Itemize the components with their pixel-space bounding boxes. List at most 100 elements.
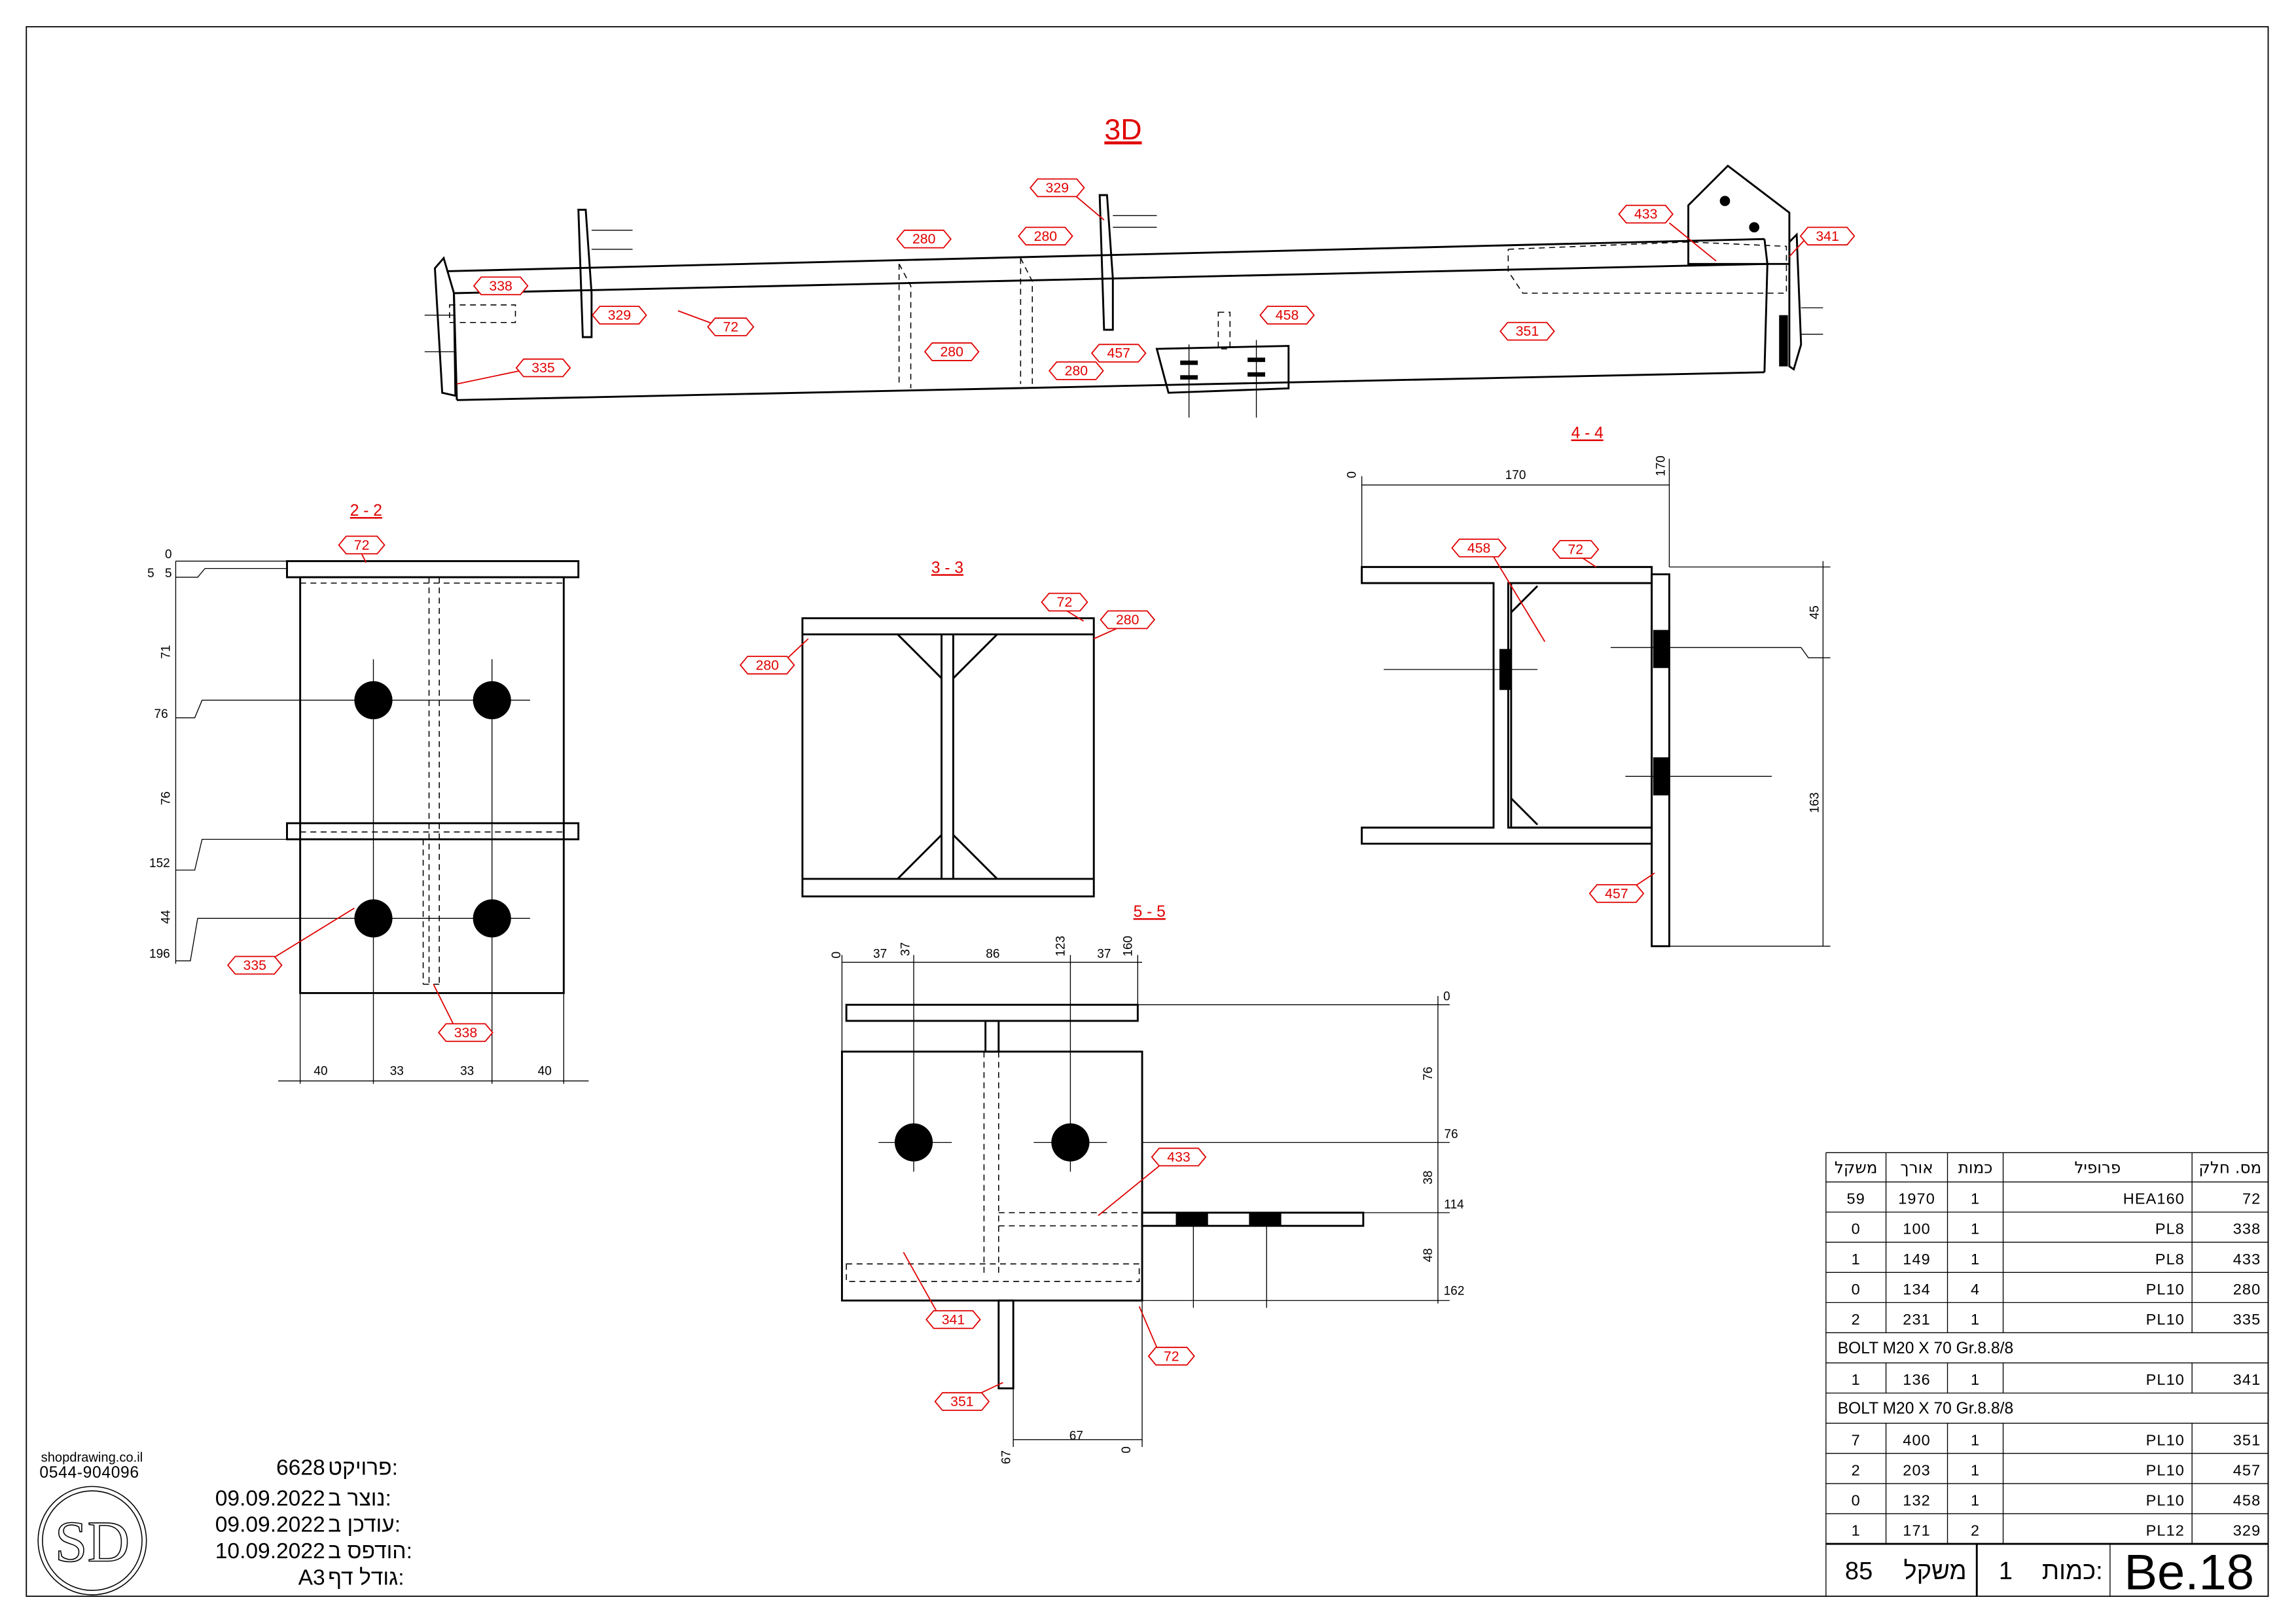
part-tag[interactable]: 341 (1799, 226, 1856, 246)
label: 280 (940, 344, 963, 360)
tag-balloon-shape (1090, 344, 1147, 363)
cell-length: 203 (1903, 1461, 1931, 1478)
view-title-3-3: 3 - 3 (931, 559, 963, 577)
part-tag[interactable]: 72 (1147, 1346, 1195, 1366)
total-weight-label: משקל (1904, 1558, 1967, 1585)
cell-weight: 0 (1852, 1491, 1861, 1508)
section-4-4: 4 - 4 0 170 170 45 163 458 72 457 (1346, 425, 1831, 948)
part-tag[interactable]: 280 (896, 229, 952, 249)
table-header-weight: משקל (1835, 1158, 1878, 1177)
part-tag[interactable]: 351 (934, 1392, 990, 1411)
tag-balloon-shape (934, 1392, 990, 1411)
label: 335 (531, 360, 554, 376)
part-tag[interactable]: 457 (1090, 344, 1147, 363)
part-tag[interactable]: 280 (1049, 361, 1104, 380)
label: 45 (1808, 605, 1822, 619)
label: 341 (942, 1311, 965, 1327)
label: 67 (1069, 1429, 1083, 1443)
cell-part: 351 (2233, 1431, 2261, 1448)
label: 5 (165, 567, 172, 580)
part-tag[interactable]: 280 (739, 655, 795, 675)
tag-balloon-shape (1552, 540, 1600, 559)
part-tag[interactable]: 280 (924, 342, 980, 361)
table-note-row: BOLT M20 X 70 Gr.8.8/8 (1838, 1340, 2013, 1357)
assembly-qty-label: כמות: (2042, 1558, 2103, 1585)
part-tag[interactable]: 338 (473, 276, 529, 296)
label: 280 (1116, 612, 1139, 628)
title-block: shopdrawing.co.il 0544-904096 SD 6628 פר… (37, 1450, 412, 1596)
tag-balloon-shape (1029, 178, 1085, 198)
cell-length: 134 (1903, 1281, 1931, 1298)
part-tag[interactable]: 458 (1259, 306, 1315, 325)
view-title-5-5: 5 - 5 (1134, 903, 1166, 921)
created-label: נוצר ב: (328, 1486, 391, 1510)
label: 457 (1605, 885, 1628, 901)
part-tag[interactable]: 329 (592, 306, 647, 325)
part-tag[interactable]: 335 (226, 955, 283, 975)
part-tag[interactable]: 338 (438, 1023, 493, 1043)
label: 162 (1444, 1284, 1465, 1298)
cell-profile: HEA160 (2123, 1190, 2185, 1207)
label: 86 (986, 948, 999, 961)
bolt-note: BOLT M20 X 70 Gr.8.8/8 (1838, 1340, 2013, 1357)
part-tag[interactable]: 72 (707, 317, 755, 336)
tag-balloon-shape (1151, 1147, 1207, 1167)
cell-profile: PL10 (2146, 1431, 2185, 1448)
label: 329 (1046, 180, 1069, 196)
view-title-3d: 3D (1104, 113, 1141, 146)
tag-balloon-shape (1259, 306, 1315, 325)
part-tag[interactable]: 72 (1552, 540, 1600, 559)
view-3d: 3D 329 329 280 280 280 280 (424, 113, 1856, 418)
part-tag[interactable]: 72 (1041, 592, 1088, 612)
label: 152 (149, 857, 170, 870)
sheet-border (26, 26, 2269, 1597)
label: 40 (314, 1065, 327, 1079)
printed-value: 10.09.2022 (215, 1539, 325, 1563)
part-tag[interactable]: 433 (1151, 1147, 1207, 1167)
view-title-4-4: 4 - 4 (1571, 425, 1604, 442)
label: 48 (1422, 1248, 1435, 1262)
part-tag[interactable]: 458 (1451, 538, 1507, 558)
label: 76 (154, 707, 168, 721)
label: 335 (243, 957, 266, 973)
part-tag[interactable]: 341 (925, 1310, 981, 1329)
label: 76 (1444, 1128, 1458, 1141)
part-tag[interactable]: 280 (1100, 610, 1156, 630)
cell-profile: PL8 (2155, 1221, 2185, 1238)
part-tag[interactable]: 72 (338, 535, 386, 555)
cell-weight: 7 (1852, 1431, 1861, 1448)
part-tag[interactable]: 457 (1588, 883, 1645, 903)
cell-weight: 1 (1852, 1251, 1861, 1268)
label: 163 (1808, 793, 1822, 813)
cell-length: 171 (1903, 1522, 1931, 1539)
cell-length: 231 (1903, 1311, 1931, 1328)
cell-part: 341 (2233, 1371, 2261, 1388)
assembly-qty: 1 (1999, 1558, 2013, 1585)
tag-balloon-shape (707, 317, 755, 336)
part-tag[interactable]: 351 (1499, 321, 1555, 341)
cell-profile: PL10 (2146, 1311, 2185, 1328)
label: 329 (608, 308, 631, 323)
cell-qty: 1 (1971, 1190, 1980, 1207)
logo-lettering: SD (55, 1509, 130, 1574)
cell-qty: 1 (1971, 1311, 1980, 1328)
label: 114 (1444, 1198, 1464, 1211)
part-tag[interactable]: 280 (1018, 226, 1073, 246)
part-tag[interactable]: 335 (515, 358, 571, 378)
cell-length: 136 (1903, 1371, 1931, 1388)
cell-part: 280 (2233, 1281, 2261, 1298)
label: 341 (1816, 228, 1839, 244)
tag-balloon-shape (1049, 361, 1104, 380)
label: 280 (912, 231, 935, 247)
part-tag[interactable]: 433 (1618, 204, 1674, 224)
part-tag[interactable]: 329 (1029, 178, 1085, 198)
label: 33 (390, 1065, 404, 1079)
label: 38 (1422, 1171, 1435, 1185)
tag-balloon-shape (739, 655, 795, 675)
